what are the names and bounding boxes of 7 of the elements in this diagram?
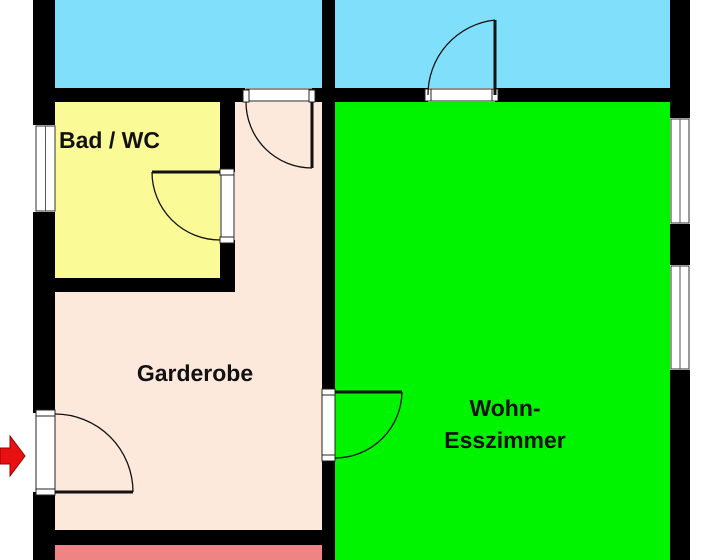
room-label: Garderobe bbox=[136, 359, 254, 388]
room-area bbox=[335, 102, 670, 560]
room-area bbox=[55, 0, 322, 88]
room-label: Bad / WC bbox=[59, 126, 161, 155]
room-area bbox=[55, 545, 322, 560]
room-area bbox=[335, 0, 670, 88]
room-label: Wohn- Esszimmer bbox=[443, 394, 567, 456]
